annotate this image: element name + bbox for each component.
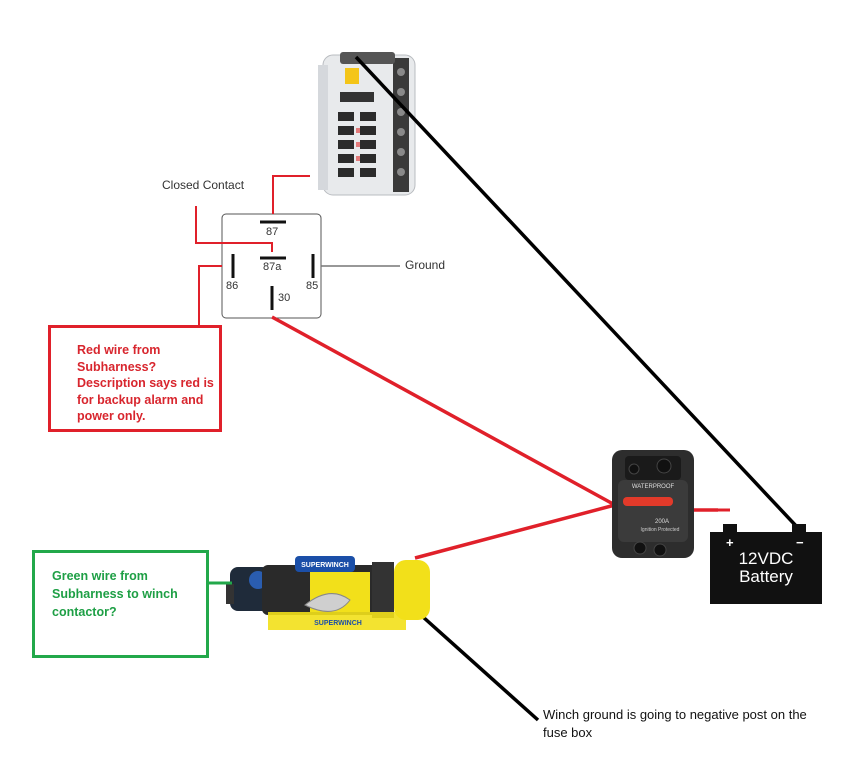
winch-ground-note: Winch ground is going to negative post o… xyxy=(543,706,843,742)
ground-note-line: fuse box xyxy=(543,725,593,740)
ground-label: Ground xyxy=(405,258,446,272)
red-note-line: Subharness? xyxy=(77,359,157,374)
red-wire-30-to-breaker xyxy=(271,315,616,507)
green-note-line: contactor? xyxy=(52,605,117,619)
breaker-sub-text: Ignition Protected xyxy=(641,527,680,533)
ground-note-line: Winch ground is going to negative post o… xyxy=(543,707,807,722)
red-wire-winch-to-breaker xyxy=(414,503,616,560)
battery-label-line1: 12VDC xyxy=(738,549,794,568)
green-wire-note: Green wire from Subharness to winch cont… xyxy=(32,550,209,658)
red-wire-note: Red wire from Subharness? Description sa… xyxy=(48,325,222,432)
red-note-line: Description says red is xyxy=(77,376,214,390)
breaker-top-text: WATERPROOF xyxy=(632,484,675,490)
fuse-box-icon xyxy=(318,52,416,196)
battery-positive-sign: + xyxy=(726,535,734,550)
battery-icon xyxy=(710,524,822,604)
red-note-line: for backup alarm and xyxy=(77,392,204,407)
red-wire-relay xyxy=(195,175,310,328)
pin-86-label: 86 xyxy=(226,280,239,292)
pin-87a-label: 87a xyxy=(263,261,282,273)
relay-pins xyxy=(231,220,315,310)
battery-negative-sign: − xyxy=(796,535,804,550)
circuit-breaker-icon xyxy=(612,450,694,558)
winch-icon xyxy=(226,556,430,630)
green-note-line: Subharness to winch xyxy=(52,587,178,601)
winch-base-text: SUPERWINCH xyxy=(314,620,362,627)
winch-logo-text: SUPERWINCH xyxy=(301,562,349,569)
black-wire-winch-ground xyxy=(411,606,540,722)
red-note-line: power only. xyxy=(77,409,146,423)
closed-contact-label: Closed Contact xyxy=(162,178,245,192)
black-wire-fusebox-to-battery xyxy=(354,55,800,530)
red-note-line: Red wire from xyxy=(77,343,161,357)
pin-87-label: 87 xyxy=(266,226,279,238)
pin-85-label: 85 xyxy=(306,280,319,292)
battery-label-line2: Battery xyxy=(739,567,793,586)
pin-30-label: 30 xyxy=(278,292,291,304)
breaker-rating: 200A xyxy=(655,519,669,525)
green-note-line: Green wire from xyxy=(52,569,148,583)
battery-label: 12VDC Battery xyxy=(712,550,820,586)
